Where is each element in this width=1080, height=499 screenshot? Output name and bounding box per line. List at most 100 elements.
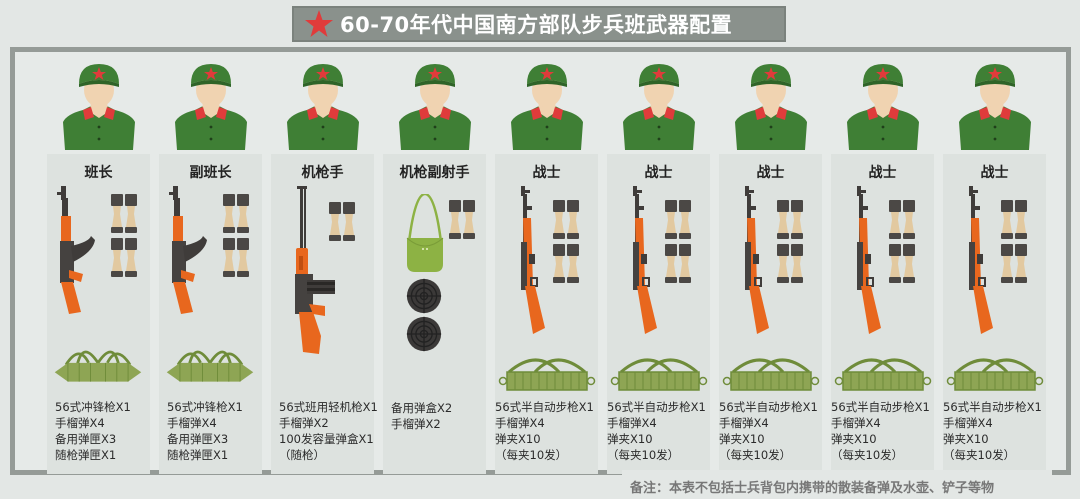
equipment-item: 弹夹X10 — [607, 432, 653, 446]
equipment-item: 备用弹匣X3 — [167, 432, 229, 446]
equipment-card: 班长 56式冲锋枪X1 手榴弹X4 备用弹匣X3 随枪弹匣X1 — [47, 154, 150, 474]
soldier-portrait-icon — [397, 60, 473, 150]
stripper-clip-bandolier-icon — [833, 354, 933, 394]
grenade-icon — [889, 200, 901, 240]
role-title: 机枪手 — [301, 165, 344, 181]
equipment-card: 机枪副射手 备用弹盒X2 手榴弹X2 — [383, 154, 486, 474]
grenade-icon — [889, 244, 901, 284]
equipment-item: （每夹10发） — [943, 448, 1016, 462]
semi-auto-rifle-icon — [517, 186, 557, 336]
drum-magazine-icon — [406, 316, 442, 352]
equipment-item: 56式半自动步枪X1 — [719, 400, 818, 414]
grenade-icon — [777, 200, 789, 240]
grenade-icon — [111, 194, 123, 234]
column-squad-leader: 班长 56式冲锋枪X1 手榴弹X4 备用弹匣X3 随枪弹匣X1 — [47, 58, 150, 474]
grenade-icon — [463, 200, 475, 240]
column-assistant-machine-gunner: 机枪副射手 备用弹盒X2 手榴弹X2 — [383, 58, 486, 474]
grenade-icon — [223, 194, 235, 234]
assault-rifle-icon — [55, 186, 105, 316]
grenade-icon — [791, 200, 803, 240]
red-star-icon — [305, 10, 333, 37]
equipment-card: 战士 56式半自动步枪X1 手榴弹X4 弹夹X10 （每夹10发） — [719, 154, 822, 474]
soldier-portrait-icon — [845, 60, 921, 150]
semi-auto-rifle-icon — [965, 186, 1005, 336]
soldier-portrait-icon — [61, 60, 137, 150]
grenade-icon — [665, 200, 677, 240]
equipment-item: 56式半自动步枪X1 — [495, 400, 594, 414]
column-rifleman: 战士 56式半自动步枪X1 手榴弹X4 弹夹X10 （每夹10发） — [607, 58, 710, 474]
grenade-icon — [679, 200, 691, 240]
title-bar: 60-70年代中国南方部队步兵班武器配置 — [292, 6, 786, 42]
equipment-item: 100发容量弹盒X1 — [279, 432, 374, 446]
column-rifleman: 战士 56式半自动步枪X1 手榴弹X4 弹夹X10 （每夹10发） — [943, 58, 1046, 474]
note-frame-gap — [622, 470, 1052, 482]
soldier-portrait-icon — [173, 60, 249, 150]
column-deputy-squad-leader: 副班长 56式冲锋枪X1 手榴弹X4 备用弹匣X3 随枪弹匣X1 — [159, 58, 262, 474]
equipment-card: 副班长 56式冲锋枪X1 手榴弹X4 备用弹匣X3 随枪弹匣X1 — [159, 154, 262, 474]
soldier-portrait-icon — [509, 60, 585, 150]
grenade-icon — [1015, 244, 1027, 284]
equipment-item: 手榴弹X4 — [943, 416, 993, 430]
semi-auto-rifle-icon — [853, 186, 893, 336]
column-rifleman: 战士 56式半自动步枪X1 手榴弹X4 弹夹X10 （每夹10发） — [719, 58, 822, 474]
grenade-icon — [125, 194, 137, 234]
role-title: 战士 — [980, 165, 1009, 181]
equipment-item: 手榴弹X4 — [55, 416, 105, 430]
shoulder-bag-icon — [405, 194, 445, 274]
role-title: 战士 — [756, 165, 785, 181]
grenade-icon — [223, 238, 235, 278]
equipment-list: 56式冲锋枪X1 手榴弹X4 备用弹匣X3 随枪弹匣X1 — [167, 399, 243, 463]
equipment-card: 战士 56式半自动步枪X1 手榴弹X4 弹夹X10 （每夹10发） — [607, 154, 710, 474]
role-title: 战士 — [644, 165, 673, 181]
chest-rig-pouch-icon — [163, 336, 257, 384]
grenade-icon — [567, 200, 579, 240]
footnote: 备注：本表不包括士兵背包内携带的散装备弹及水壶、铲子等物 — [630, 481, 995, 496]
grenade-icon — [111, 238, 123, 278]
grenade-icon — [777, 244, 789, 284]
equipment-item: （每夹10发） — [831, 448, 904, 462]
grenade-icon — [1001, 200, 1013, 240]
equipment-list: 56式冲锋枪X1 手榴弹X4 备用弹匣X3 随枪弹匣X1 — [55, 399, 131, 463]
equipment-item: 弹夹X10 — [719, 432, 765, 446]
grenade-icon — [237, 238, 249, 278]
assault-rifle-icon — [167, 186, 217, 316]
grenade-icon — [343, 202, 355, 242]
grenade-icon — [903, 244, 915, 284]
equipment-item: 手榴弹X2 — [279, 416, 329, 430]
column-rifleman: 战士 56式半自动步枪X1 手榴弹X4 弹夹X10 （每夹10发） — [495, 58, 598, 474]
equipment-item: 弹夹X10 — [495, 432, 541, 446]
equipment-list: 56式半自动步枪X1 手榴弹X4 弹夹X10 （每夹10发） — [943, 399, 1042, 463]
page-title: 60-70年代中国南方部队步兵班武器配置 — [340, 13, 733, 37]
equipment-item: 弹夹X10 — [831, 432, 877, 446]
grenade-icon — [237, 194, 249, 234]
equipment-list: 56式半自动步枪X1 手榴弹X4 弹夹X10 （每夹10发） — [607, 399, 706, 463]
semi-auto-rifle-icon — [741, 186, 781, 336]
soldier-portrait-icon — [957, 60, 1033, 150]
role-title: 副班长 — [189, 165, 232, 181]
drum-magazine-icon — [406, 278, 442, 314]
soldier-portrait-icon — [733, 60, 809, 150]
stripper-clip-bandolier-icon — [609, 354, 709, 394]
equipment-item: 56式班用轻机枪X1 — [279, 400, 378, 414]
grenade-icon — [449, 200, 461, 240]
equipment-item: 随枪弹匣X1 — [55, 448, 117, 462]
equipment-item: 56式冲锋枪X1 — [167, 400, 243, 414]
semi-auto-rifle-icon — [629, 186, 669, 336]
equipment-item: （每夹10发） — [607, 448, 680, 462]
role-title: 机枪副射手 — [399, 165, 470, 181]
equipment-list: 备用弹盒X2 手榴弹X2 — [391, 400, 452, 432]
equipment-card: 战士 56式半自动步枪X1 手榴弹X4 弹夹X10 （每夹10发） — [943, 154, 1046, 474]
role-title: 战士 — [532, 165, 561, 181]
equipment-item: （每夹10发） — [719, 448, 792, 462]
grenade-icon — [329, 202, 341, 242]
stripper-clip-bandolier-icon — [721, 354, 821, 394]
soldier-portrait-icon — [621, 60, 697, 150]
equipment-card: 战士 56式半自动步枪X1 手榴弹X4 弹夹X10 （每夹10发） — [831, 154, 934, 474]
chest-rig-pouch-icon — [51, 336, 145, 384]
grenade-icon — [1015, 200, 1027, 240]
equipment-list: 56式半自动步枪X1 手榴弹X4 弹夹X10 （每夹10发） — [495, 399, 594, 463]
equipment-item: （随枪） — [279, 448, 325, 462]
equipment-item: 56式半自动步枪X1 — [607, 400, 706, 414]
role-title: 战士 — [868, 165, 897, 181]
grenade-icon — [665, 244, 677, 284]
